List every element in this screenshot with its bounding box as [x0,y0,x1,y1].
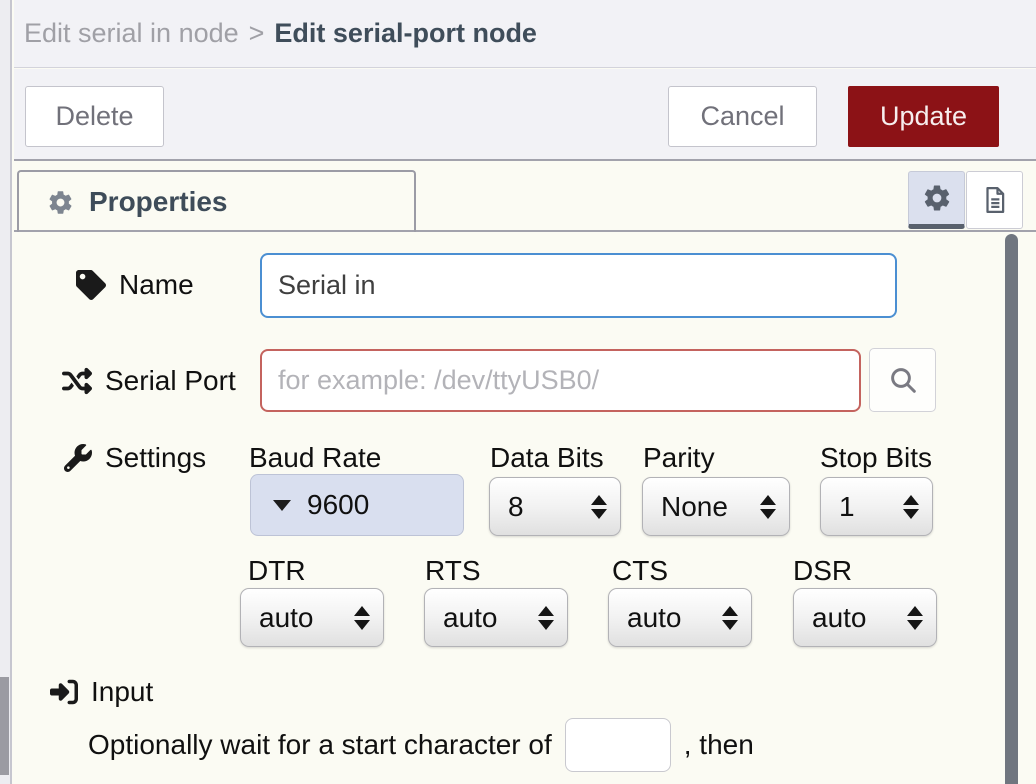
select-arrows-icon [354,605,370,630]
tray-header: Edit serial in node > Edit serial-port n… [14,0,1036,68]
select-arrows-icon [903,494,919,519]
parity-label: Parity [643,442,715,473]
then-text: , then [683,729,754,760]
settings-field-label-text: Settings [105,442,207,473]
serial-port-field-label: Serial Port [62,365,236,397]
tab-properties[interactable]: Properties [17,170,416,232]
stop-bits-select[interactable]: 1 [820,477,933,536]
serial-port-input[interactable] [260,349,861,412]
start-character-row: Optionally wait for a start character of… [88,717,754,773]
data-bits-value: 8 [508,490,524,522]
breadcrumb-parent[interactable]: Edit serial in node [24,18,239,48]
stop-bits-label: Stop Bits [820,442,933,473]
name-field-label-text: Name [119,269,194,300]
wait-text: Optionally wait for a start character of [88,729,552,760]
cts-label: CTS [612,555,668,586]
tab-properties-label: Properties [89,186,228,217]
parity-select[interactable]: None [642,477,790,536]
rts-value: auto [443,601,498,633]
serial-port-search-button[interactable] [869,348,936,412]
name-field-label: Name [76,269,194,301]
node-description-button[interactable] [966,171,1023,229]
delete-button[interactable]: Delete [25,86,164,147]
breadcrumb-separator: > [248,18,265,48]
rts-label: RTS [425,555,481,586]
settings-field-label: Settings [64,442,206,474]
dtr-value: auto [259,601,314,633]
data-bits-select[interactable]: 8 [489,477,621,536]
name-input[interactable] [260,253,897,318]
rts-select[interactable]: auto [424,588,568,647]
baud-rate-select[interactable]: 9600 [250,474,464,536]
properties-view-button[interactable] [908,171,965,229]
tab-bar: Properties [14,162,1036,232]
wrench-icon [64,444,92,472]
dsr-value: auto [812,601,867,633]
shuffle-icon [62,366,92,396]
data-bits-label: Data Bits [490,442,604,473]
workspace-edge [0,0,12,784]
workspace-scrollbar-thumb[interactable] [0,677,9,775]
input-section-label: Input [50,676,153,708]
gear-icon [47,189,74,216]
tray-body: Properties Name [14,162,1036,784]
gear-icon [922,183,952,213]
cts-select[interactable]: auto [608,588,752,647]
breadcrumb-current: Edit serial-port node [274,18,537,48]
dtr-label: DTR [248,555,306,586]
parity-value: None [661,490,728,522]
update-button[interactable]: Update [848,86,999,147]
tag-icon [76,270,106,300]
baud-rate-value: 9600 [307,489,370,520]
sign-in-icon [50,678,78,706]
dsr-label: DSR [793,555,853,586]
search-icon [887,364,919,396]
dsr-select[interactable]: auto [793,588,937,647]
baud-rate-label: Baud Rate [249,442,382,473]
serial-port-field-label-text: Serial Port [105,365,236,396]
select-arrows-icon [538,605,554,630]
start-character-input[interactable] [564,718,671,772]
dtr-select[interactable]: auto [240,588,384,647]
stop-bits-value: 1 [839,490,855,522]
caret-down-icon [273,499,291,511]
select-arrows-icon [591,494,607,519]
select-arrows-icon [722,605,738,630]
cancel-button[interactable]: Cancel [668,86,817,147]
input-section-label-text: Input [91,676,154,707]
tray-scrollbar-thumb[interactable] [1005,234,1018,784]
select-arrows-icon [907,605,923,630]
select-arrows-icon [760,494,776,519]
cts-value: auto [627,601,682,633]
file-icon [980,185,1010,215]
tray-toolbar: Delete Cancel Update [14,69,1036,161]
